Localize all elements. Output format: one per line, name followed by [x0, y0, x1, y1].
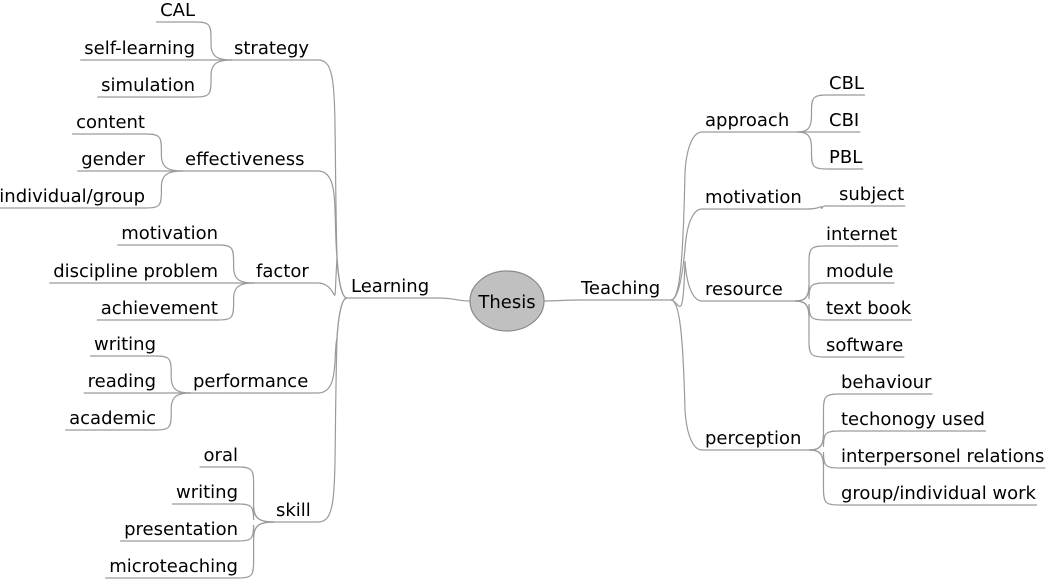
teaching-perception-leaf-techonogy-used: techonogy used	[841, 409, 985, 430]
learning-strategy-leaf-simulation: simulation	[101, 75, 195, 96]
teaching-motivation-line	[670, 208, 807, 301]
learning-skill-connector-1	[171, 503, 275, 523]
learning-factor-line	[254, 257, 348, 299]
learning-strategy-label: strategy	[234, 38, 309, 59]
teaching-perception-label: perception	[705, 428, 801, 449]
learning-skill-connector-3	[105, 521, 275, 579]
teaching-approach-label: approach	[705, 110, 789, 131]
teaching-perception-connector-3	[808, 449, 1037, 506]
teaching-perception-leaf-behaviour: behaviour	[841, 372, 932, 393]
learning-factor-connector-0	[117, 244, 255, 284]
learning-skill-label: skill	[276, 500, 311, 521]
learning-performance-connector-2	[65, 392, 192, 431]
learning-factor-label: factor	[256, 261, 309, 282]
teaching-resource-label: resource	[705, 279, 783, 300]
learning-branch-line	[347, 297, 471, 302]
learning-performance-leaf-reading: reading	[88, 371, 156, 392]
learning-performance-leaf-writing: writing	[94, 334, 156, 355]
teaching-resource-connector-3	[794, 300, 905, 358]
learning-skill-leaf-presentation: presentation	[124, 519, 238, 540]
teaching-resource-line	[670, 260, 795, 308]
teaching-perception-connector-1	[808, 430, 986, 451]
teaching-approach-line	[670, 131, 797, 301]
teaching-resource-connector-1	[794, 282, 895, 302]
learning-strategy-connector-2	[97, 59, 233, 98]
learning-performance-label: performance	[193, 371, 308, 392]
mind-map-links	[0, 21, 1046, 579]
teaching-resource-leaf-text-book: text book	[826, 298, 912, 319]
learning-skill-leaf-oral: oral	[204, 445, 238, 466]
teaching-approach-leaf-cbi: CBI	[829, 110, 859, 131]
learning-effectiveness-leaf-individual-group: individual/group	[0, 186, 145, 207]
learning-factor-leaf-discipline-problem: discipline problem	[53, 261, 218, 282]
learning-strategy-leaf-cal: CAL	[160, 0, 195, 21]
teaching-perception-leaf-interpersonel-relations: interpersonel relations	[841, 446, 1044, 467]
learning-performance-leaf-academic: academic	[69, 408, 156, 429]
learning-effectiveness-leaf-content: content	[76, 112, 145, 133]
learning-factor-connector-2	[96, 282, 255, 321]
learning-skill-leaf-writing: writing	[176, 482, 238, 503]
teaching-approach-connector-2	[796, 131, 864, 170]
learning-performance-connector-0	[89, 355, 192, 394]
teaching-branch-line	[543, 299, 671, 302]
learning-effectiveness-connector-2	[0, 170, 184, 209]
learning-factor-leaf-motivation: motivation	[121, 223, 218, 244]
learning-skill-leaf-microteaching: microteaching	[109, 556, 238, 577]
learning-effectiveness-connector-0	[72, 133, 184, 172]
teaching-approach-connector-0	[796, 94, 865, 133]
learning-effectiveness-leaf-gender: gender	[81, 149, 145, 170]
learning-strategy-leaf-self-learning: self-learning	[84, 38, 195, 59]
teaching-resource-leaf-internet: internet	[826, 224, 897, 245]
teaching-perception-line	[670, 299, 809, 451]
learning-strategy-connector-0	[156, 21, 233, 61]
learning-factor-leaf-achievement: achievement	[101, 298, 218, 319]
teaching-perception-leaf-group-individual-work: group/individual work	[841, 483, 1037, 504]
root-node	[469, 270, 545, 332]
learning-skill-line	[274, 297, 348, 523]
teaching-resource-leaf-software: software	[826, 335, 903, 356]
root-label: Thesis	[477, 292, 535, 313]
teaching-approach-leaf-cbl: CBL	[829, 73, 864, 94]
learning-branch-label: Learning	[351, 276, 429, 297]
teaching-motivation-label: motivation	[705, 187, 802, 208]
learning-effectiveness-label: effectiveness	[185, 149, 304, 170]
teaching-branch-label: Teaching	[580, 278, 660, 299]
teaching-approach-leaf-pbl: PBL	[829, 147, 862, 168]
teaching-motivation-leaf-subject: subject	[839, 184, 904, 205]
teaching-resource-leaf-module: module	[826, 261, 893, 282]
teaching-motivation-connector-0	[806, 205, 906, 210]
